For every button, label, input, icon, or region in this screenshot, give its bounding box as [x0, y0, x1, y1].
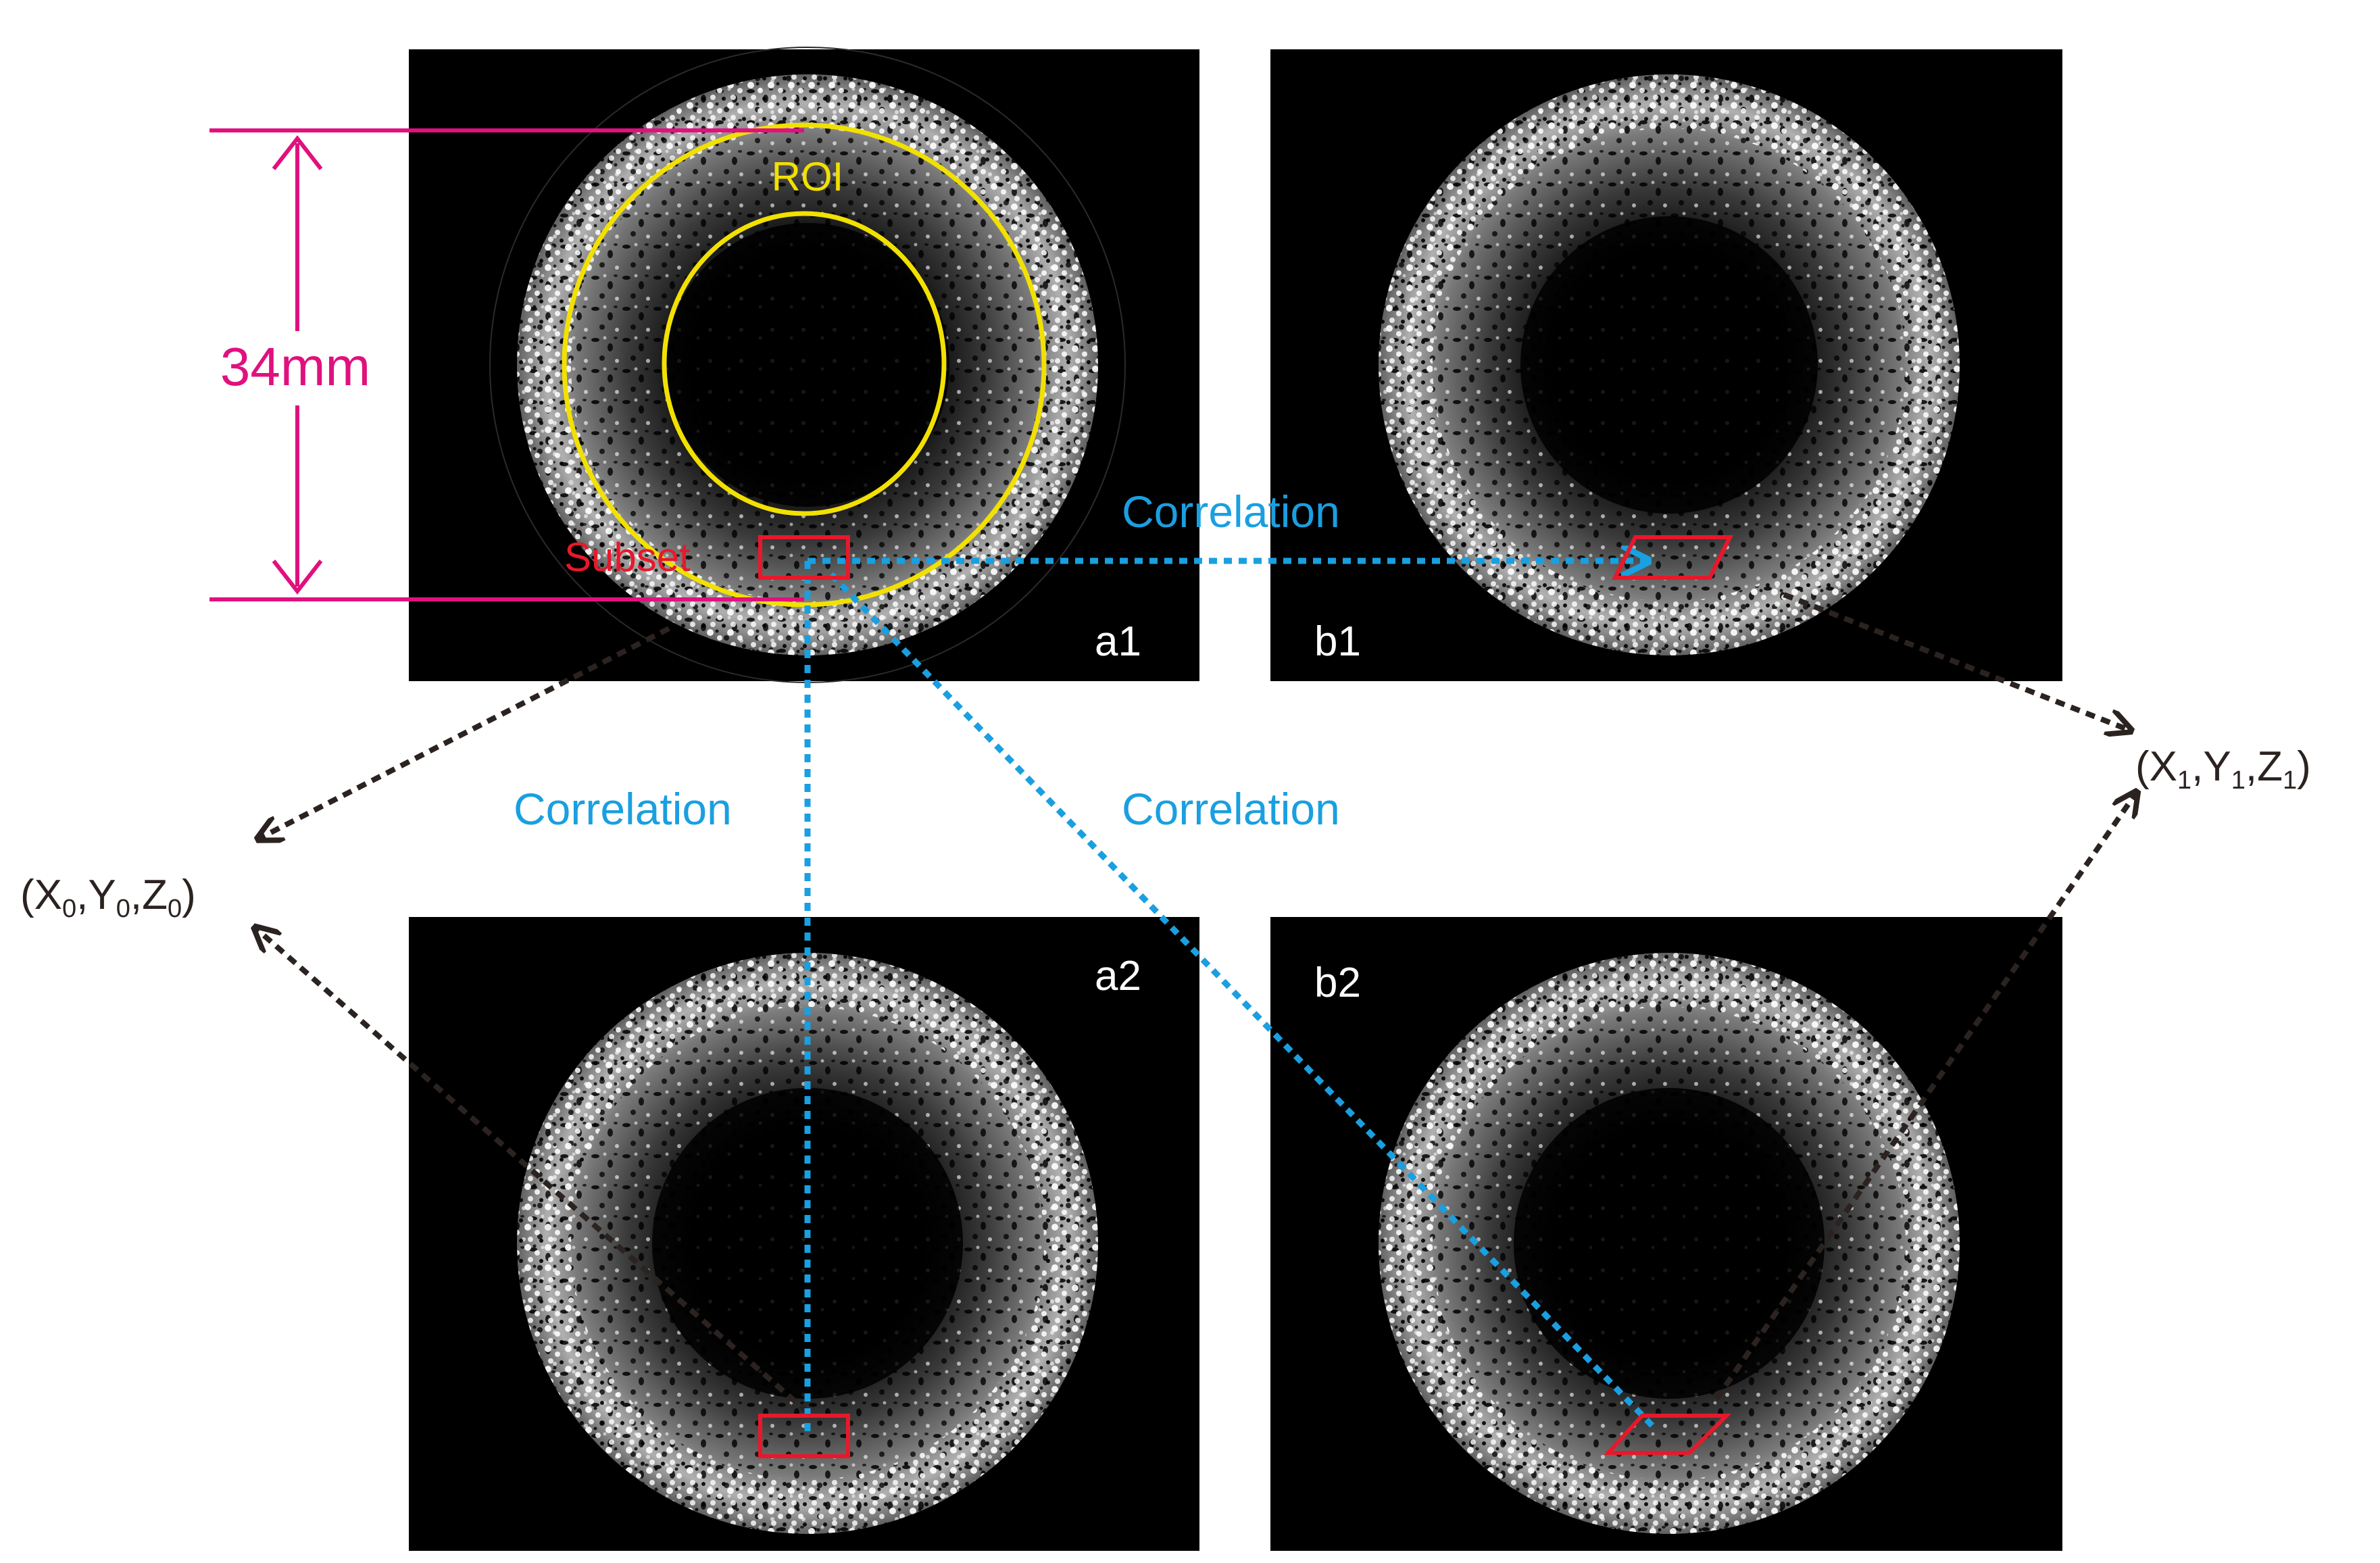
correlation-label-top: Correlation: [1122, 487, 1340, 537]
subset-rect-a2: [758, 1414, 850, 1458]
panel-a1: a1: [409, 47, 1199, 683]
panel-a2: a2: [409, 917, 1199, 1551]
panel-b1: b1: [1270, 49, 2062, 681]
roi-region: ROI: [562, 122, 1047, 607]
roi-inner-circle: [662, 211, 947, 516]
subset-rect-b2: [1604, 1414, 1732, 1455]
roi-outer-circle: [562, 122, 1047, 607]
correlation-lines: [804, 561, 1658, 1436]
correlation-labels: Correlation Correlation Correlation: [500, 487, 1406, 841]
subset-label: Subset: [564, 535, 691, 580]
dimension-label: 34mm: [220, 337, 370, 397]
subset-rect-b1: [1612, 535, 1733, 580]
dimension-annotation: 34mm: [203, 128, 804, 601]
point-label-x1y1z1: (X1,Y1,Z1): [2135, 743, 2311, 795]
panel-label-b2: b2: [1314, 960, 1361, 1006]
subset-rect-a1: [758, 535, 850, 580]
roi-label: ROI: [772, 154, 844, 199]
point-label-x0y0z0: (X0,Y0,Z0): [20, 872, 196, 923]
subset-markers: [758, 535, 1733, 1458]
panel-label-b1: b1: [1314, 618, 1361, 665]
correlation-label-left: Correlation: [514, 784, 732, 834]
projection-lines: [257, 592, 2135, 1415]
panel-b2: b2: [1270, 917, 2062, 1551]
panel-label-a2: a2: [1095, 953, 1141, 999]
correlation-label-diag: Correlation: [1122, 784, 1340, 834]
panel-label-a1: a1: [1095, 618, 1141, 665]
